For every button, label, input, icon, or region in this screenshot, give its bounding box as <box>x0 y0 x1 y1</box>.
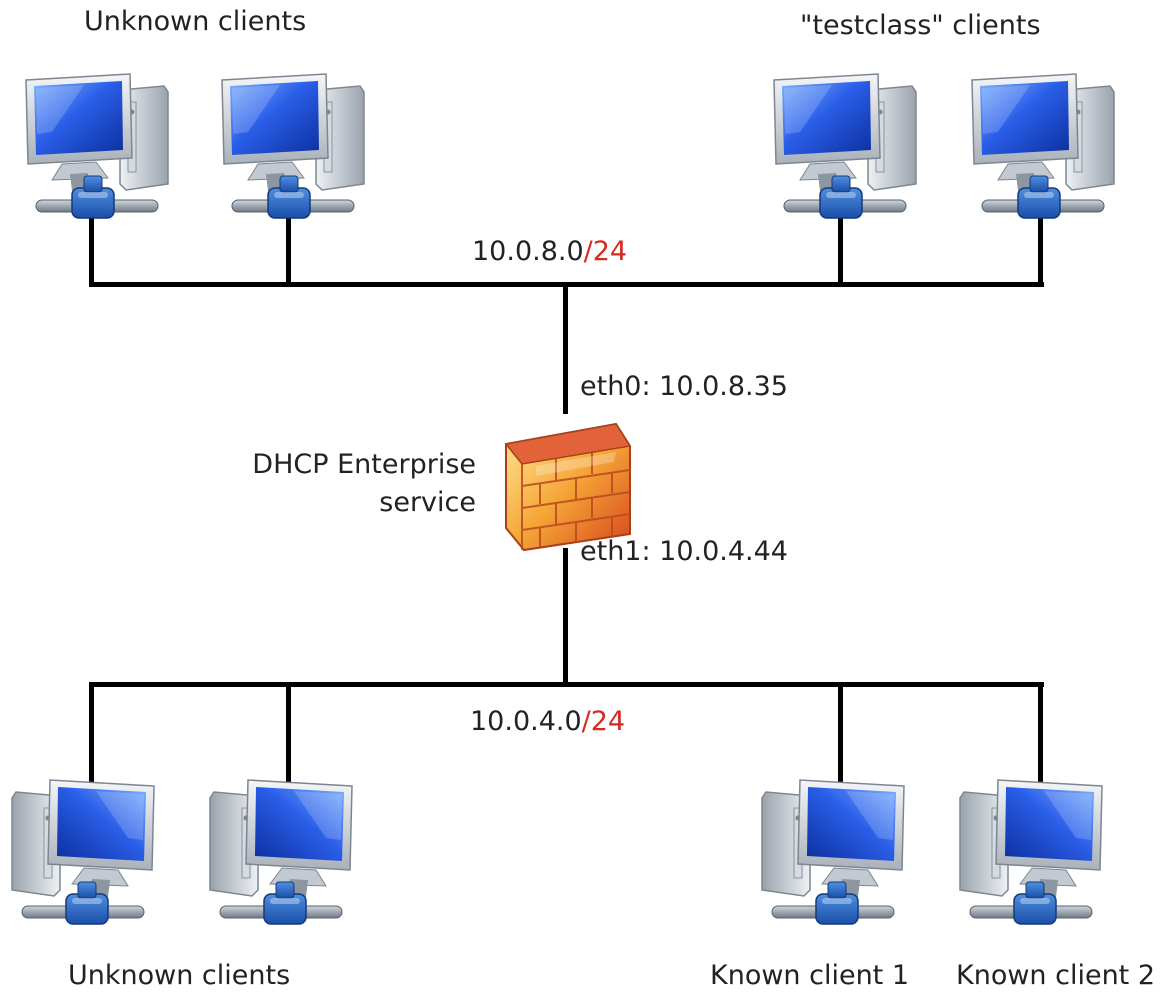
eth0-label: eth0: 10.0.8.35 <box>580 371 788 402</box>
computer-icon <box>206 778 356 938</box>
top-drop-1 <box>89 218 94 287</box>
known-client-1-label: Known client 1 <box>710 960 910 991</box>
computer-icon <box>770 72 920 232</box>
uplink-eth0 <box>563 284 568 414</box>
bottom-subnet-label: 10.0.4.0/24 <box>470 708 625 735</box>
known-client-2-label: Known client 2 <box>956 960 1156 991</box>
computer-icon <box>968 72 1118 232</box>
computer-icon <box>218 72 368 232</box>
bottom-drop-2 <box>286 684 291 784</box>
computer-icon <box>8 778 158 938</box>
top-subnet-network: 10.0.8.0 <box>472 236 584 267</box>
top-subnet-label: 10.0.8.0/24 <box>472 238 627 265</box>
computer-icon <box>758 778 908 938</box>
bottom-drop-4 <box>1038 684 1043 784</box>
top-drop-2 <box>286 218 291 287</box>
top-drop-4 <box>1038 218 1043 287</box>
computer-icon <box>22 72 172 232</box>
service-label-line-2: service <box>379 487 476 518</box>
bottom-subnet-network: 10.0.4.0 <box>470 706 582 737</box>
bottom-left-group-label: Unknown clients <box>68 960 291 991</box>
top-right-group-label: "testclass" clients <box>800 10 1041 41</box>
bottom-drop-1 <box>89 684 94 784</box>
top-drop-3 <box>838 218 843 287</box>
bottom-bus-line <box>89 682 1044 687</box>
bottom-drop-3 <box>838 684 843 784</box>
bottom-subnet-mask: /24 <box>581 706 626 737</box>
eth1-label: eth1: 10.0.4.44 <box>580 536 788 567</box>
top-subnet-mask: /24 <box>583 236 628 267</box>
firewall-icon <box>496 416 636 556</box>
downlink-eth1 <box>563 548 568 686</box>
dhcp-service-label: DHCP Enterprise service <box>226 446 476 522</box>
top-left-group-label: Unknown clients <box>84 6 307 37</box>
service-label-line-1: DHCP Enterprise <box>252 449 476 480</box>
computer-icon <box>956 778 1106 938</box>
